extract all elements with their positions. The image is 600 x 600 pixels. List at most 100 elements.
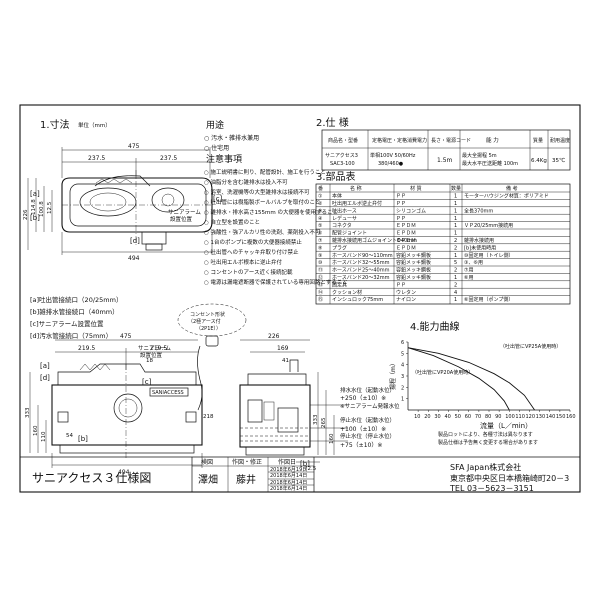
side-dim-41: 41 xyxy=(282,358,289,364)
front-label-d: [d] xyxy=(40,374,50,382)
front-brand: SANIACCESS xyxy=(152,390,184,396)
front-base xyxy=(59,444,195,454)
parts-cell-0-0: ① xyxy=(318,194,323,200)
chart-x-tick: 120 xyxy=(526,414,536,420)
plug-line1: コンセント形状 xyxy=(190,311,225,318)
side-dim-333: 333 xyxy=(313,414,319,425)
usage-item-2: ○ 住宅用 xyxy=(204,144,229,152)
spec-cord: 1.5m xyxy=(437,157,453,164)
top-hose xyxy=(94,175,151,187)
top-body-outline xyxy=(61,177,213,233)
parts-cell-6-3: 2 xyxy=(454,238,457,244)
parts-cell-5-2: ＥＰＤＭ xyxy=(396,231,416,237)
callout-7: +75（±10）※ xyxy=(340,442,382,449)
parts-cell-1-0: ② xyxy=(318,201,323,207)
tb-date-3: 2018年6月14日 xyxy=(270,479,307,486)
top-left-dim-100: 100.8 xyxy=(39,201,45,217)
top-motor xyxy=(79,187,137,217)
top-left-dim-12: 12.5 xyxy=(47,201,53,214)
note-7: ○ 強酸性・強アルカリ性の洗剤、薬剤投入不可 xyxy=(204,228,321,236)
chart-x-tick: 90 xyxy=(495,414,501,420)
spec-cap-2: 最大水平圧送距離 100m xyxy=(462,160,518,167)
chart-x-tick: 150 xyxy=(556,414,566,420)
parts-cell-6-0: ⑦ xyxy=(318,238,323,244)
parts-cell-6-4: 雑排水接続用 xyxy=(464,237,494,244)
top-outlet xyxy=(151,187,185,213)
top-dim-237-right: 237.5 xyxy=(160,155,177,162)
chart-y-tick: 5 xyxy=(401,351,404,357)
parts-cell-11-2: 容鉛メッキ鋼板 xyxy=(396,274,431,281)
front-dim-219-left: 219.5 xyxy=(78,345,95,352)
side-dim-160: 160 xyxy=(329,433,335,444)
top-left-dim-114: 114.8 xyxy=(31,199,37,215)
side-bottom-dim: 72.5 xyxy=(304,466,317,472)
top-alarm-label-1: サニアラーム xyxy=(168,209,201,216)
parts-cell-11-0: ⑫ xyxy=(318,274,323,281)
parts-cell-14-4: ⑥固定用（ポンプ側） xyxy=(464,296,513,303)
chart-x-tick: 110 xyxy=(515,414,525,420)
side-label-b: [b] xyxy=(300,460,310,468)
note-12: ○ 電源は漏電遮断器で保護されている専用回路とすること xyxy=(204,278,348,286)
chart-x-tick: 60 xyxy=(465,414,471,420)
front-inlet xyxy=(113,393,143,423)
side-dim-265: 265 xyxy=(321,417,327,428)
section4-heading: 4.能力曲線 xyxy=(410,320,460,333)
parts-cell-5-0: ⑥ xyxy=(318,231,323,237)
front-alarm-label-2: 設置位置 xyxy=(140,351,163,359)
spec-voltage-2: 380/460● xyxy=(378,161,404,167)
parts-cell-7-2: ＥＰＤＭ xyxy=(396,245,416,251)
parts-cell-11-3: 1 xyxy=(454,275,457,281)
company-name: SFA Japan株式会社 xyxy=(450,462,521,472)
parts-cell-13-0: ⑭ xyxy=(318,289,323,296)
chart-x-tick: 30 xyxy=(434,414,440,420)
tb-header-3: 作図日 xyxy=(278,458,296,466)
chart-x-tick: 50 xyxy=(455,414,461,420)
parts-cell-2-2: シリコンゴム xyxy=(396,207,426,214)
parts-cell-14-2: ナイロン xyxy=(396,297,416,303)
parts-cell-7-3: 2 xyxy=(454,245,457,251)
sheet-border xyxy=(19,104,581,493)
side-dim-226: 226 xyxy=(268,333,280,340)
front-side-218: 218 xyxy=(203,414,214,420)
side-dim-169: 169 xyxy=(277,345,289,352)
top-alarm-label-2: 設置位置 xyxy=(170,215,193,223)
spec-mass: 6.4Kg xyxy=(531,158,547,164)
parts-cell-4-1: コネクタ xyxy=(332,222,352,229)
chart-y-tick: 3 xyxy=(401,374,404,380)
parts-cell-3-2: ＰＰ xyxy=(396,216,406,222)
parts-h1: 番 xyxy=(318,185,323,192)
chart-y-tick: 1 xyxy=(401,397,404,403)
parts-cell-8-0: ⑨ xyxy=(318,253,322,259)
parts-cell-9-3: 5 xyxy=(454,260,457,266)
chart-series-label-1: （吐出管にVP25A使用時） xyxy=(500,343,561,350)
parts-cell-0-4: モーターハウジング材質：ポリアミド xyxy=(464,193,549,200)
top-outlet-pipe xyxy=(141,231,167,245)
spec-table: 商品名・型番 定格電圧・定格消費電力 長さ・電源コード 能 力 質量 耐用温度 … xyxy=(321,129,571,171)
parts-cell-8-1: ホースバンド90～110mm xyxy=(332,253,393,259)
chart-y-tick: 6 xyxy=(401,340,404,346)
note-2: ○ 油脂分を含む雑排水は投入不可 xyxy=(204,178,288,186)
parts-cell-13-3: 4 xyxy=(454,290,457,296)
parts-cell-8-4: ⑩固定用（トイレ側） xyxy=(464,252,513,259)
chart-x-tick: 160 xyxy=(566,414,576,420)
top-label-c: [c] xyxy=(213,195,223,203)
parts-cell-5-3: 1 xyxy=(454,231,457,237)
top-bottom-dim: 494 xyxy=(128,255,140,262)
chart-x-tick: 80 xyxy=(485,414,491,420)
chart-series-1 xyxy=(407,347,535,411)
spec-h1: 商品名・型番 xyxy=(328,137,358,144)
front-label-a: [a] xyxy=(40,362,50,370)
tb-drafter: 藤井 xyxy=(236,473,256,486)
spec-cap-1: 最大全揚程 5m xyxy=(462,152,497,159)
parts-cell-4-2: ＥＰＤＭ xyxy=(396,223,416,229)
note-9: ○ 吐出管へのチャッキ弁取り付け禁止 xyxy=(204,248,299,256)
parts-cell-10-2: 容鉛メッキ鋼板 xyxy=(396,267,431,274)
parts-cell-2-4: 全長370mm xyxy=(464,207,493,214)
front-b-port xyxy=(57,411,69,423)
chart-y-tick: 4 xyxy=(401,363,404,369)
parts-cell-2-1: 吐出ホース xyxy=(332,207,357,214)
parts-cell-14-3: 1 xyxy=(454,297,457,303)
